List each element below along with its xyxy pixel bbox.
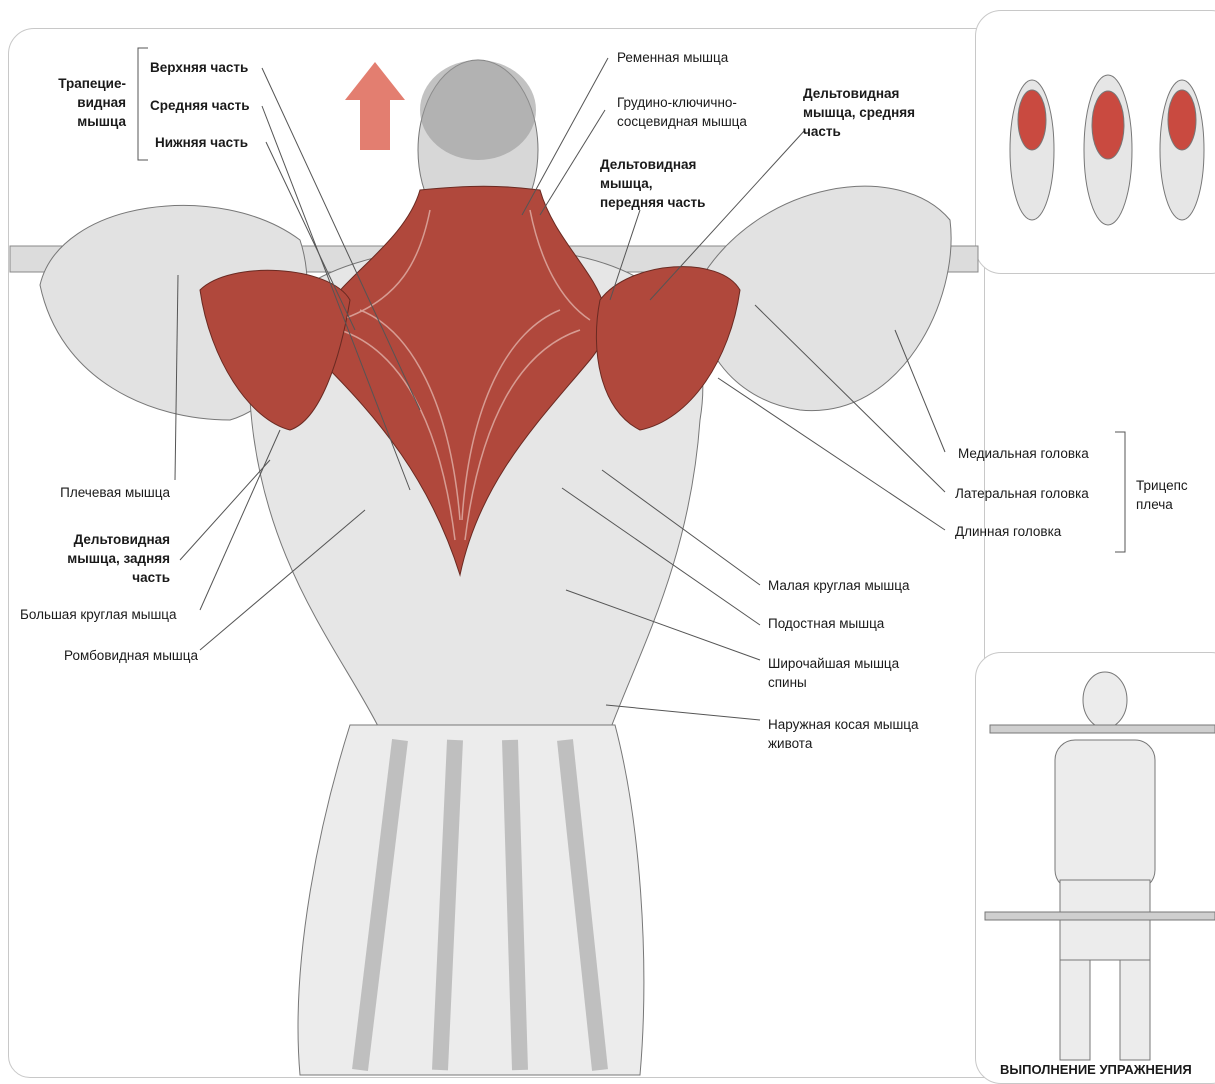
teres-minor-label: Малая круглая мышца bbox=[768, 576, 910, 595]
triceps-lateral-label: Латеральная головка bbox=[955, 484, 1089, 503]
triceps-long-label: Длинная головка bbox=[955, 522, 1061, 541]
trapezius-lower-label: Нижняя часть bbox=[155, 133, 248, 152]
deltoid-middle-label: Дельтовидная мышца, средняя часть bbox=[803, 84, 915, 141]
trapezius-middle-label: Средняя часть bbox=[150, 96, 250, 115]
external-oblique-label: Наружная косая мышца живота bbox=[768, 715, 919, 753]
deltoid-front-label: Дельтовидная мышца, передняя часть bbox=[600, 155, 705, 212]
infraspinatus-label: Подостная мышца bbox=[768, 614, 884, 633]
splenius-label: Ременная мышца bbox=[617, 48, 728, 67]
latissimus-label: Широчайшая мышца спины bbox=[768, 654, 899, 692]
deltoid-rear-label: Дельтовидная мышца, задняя часть bbox=[20, 530, 170, 587]
triceps-medial-label: Медиальная головка bbox=[958, 444, 1089, 463]
rhomboid-label: Ромбовидная мышца bbox=[20, 646, 198, 665]
trapezius-bracket bbox=[138, 48, 148, 160]
brachialis-label: Плечевая мышца bbox=[20, 483, 170, 502]
lift-direction-arrow bbox=[345, 62, 405, 150]
triceps-bracket bbox=[1115, 432, 1125, 552]
triceps-group-label: Трицепс плеча bbox=[1136, 476, 1188, 514]
muscle-map-figures bbox=[1010, 75, 1204, 225]
teres-major-label: Большая круглая мышца bbox=[20, 605, 177, 624]
exercise-caption: ВЫПОЛНЕНИЕ УПРАЖНЕНИЯ bbox=[1000, 1062, 1192, 1077]
trapezius-upper-label: Верхняя часть bbox=[150, 58, 248, 77]
exercise-figure bbox=[985, 672, 1215, 1060]
sternocleidomastoid-label: Грудино-ключично- сосцевидная мышца bbox=[617, 93, 747, 131]
trapezius-group-label: Трапецие- видная мышца bbox=[30, 74, 126, 131]
right-deltoid bbox=[596, 267, 740, 430]
